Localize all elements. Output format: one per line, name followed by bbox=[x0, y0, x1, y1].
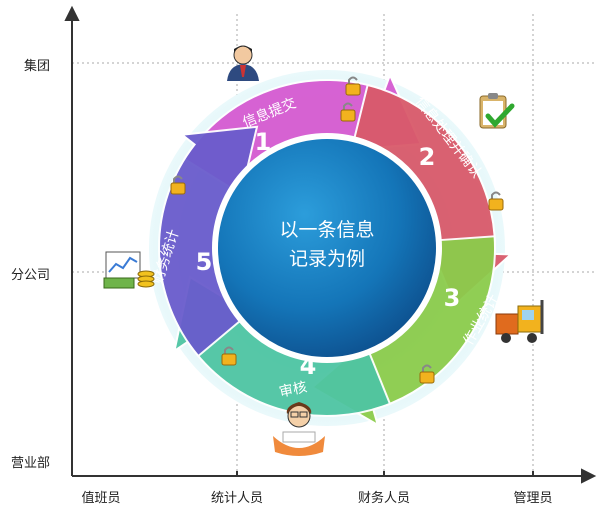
clipboard-check-icon bbox=[479, 93, 515, 129]
y-axis-arrow bbox=[64, 5, 80, 21]
step-4-number: 4 bbox=[300, 352, 317, 380]
padlock-icon bbox=[221, 346, 237, 366]
padlock-icon bbox=[488, 191, 504, 211]
step-1-number: 1 bbox=[255, 128, 272, 156]
center-circle bbox=[212, 133, 442, 363]
step-4-label: 审核 bbox=[278, 379, 309, 400]
center-text-line2: 记录为例 bbox=[289, 248, 365, 270]
y-axis-label-branch: 分公司 bbox=[10, 268, 50, 283]
y-axis-label-group: 集团 bbox=[23, 59, 50, 74]
axes bbox=[64, 5, 597, 484]
y-axis-label-office: 营业部 bbox=[10, 456, 50, 471]
x-axis-label-stats: 统计人员 bbox=[210, 491, 263, 506]
center-text-line1: 以一条信息 bbox=[279, 219, 374, 241]
woman-reviewer-icon bbox=[273, 402, 325, 456]
forklift-icon bbox=[495, 300, 544, 343]
lock-icons bbox=[170, 76, 504, 384]
step-3-number: 3 bbox=[444, 284, 461, 312]
businessman-avatar-icon bbox=[227, 45, 259, 81]
x-axis-label-admin: 管理员 bbox=[513, 491, 553, 506]
x-axis-label-finance: 财务人员 bbox=[357, 491, 410, 506]
x-axis-label-duty: 值班员 bbox=[81, 491, 121, 506]
padlock-icon bbox=[345, 76, 361, 96]
step-5-number: 5 bbox=[196, 248, 213, 276]
padlock-icon bbox=[419, 364, 435, 384]
padlock-icon bbox=[170, 175, 186, 195]
x-axis-arrow bbox=[581, 468, 597, 484]
padlock-icon bbox=[340, 102, 356, 122]
money-chart-icon bbox=[103, 251, 155, 289]
step-2-number: 2 bbox=[419, 143, 436, 171]
